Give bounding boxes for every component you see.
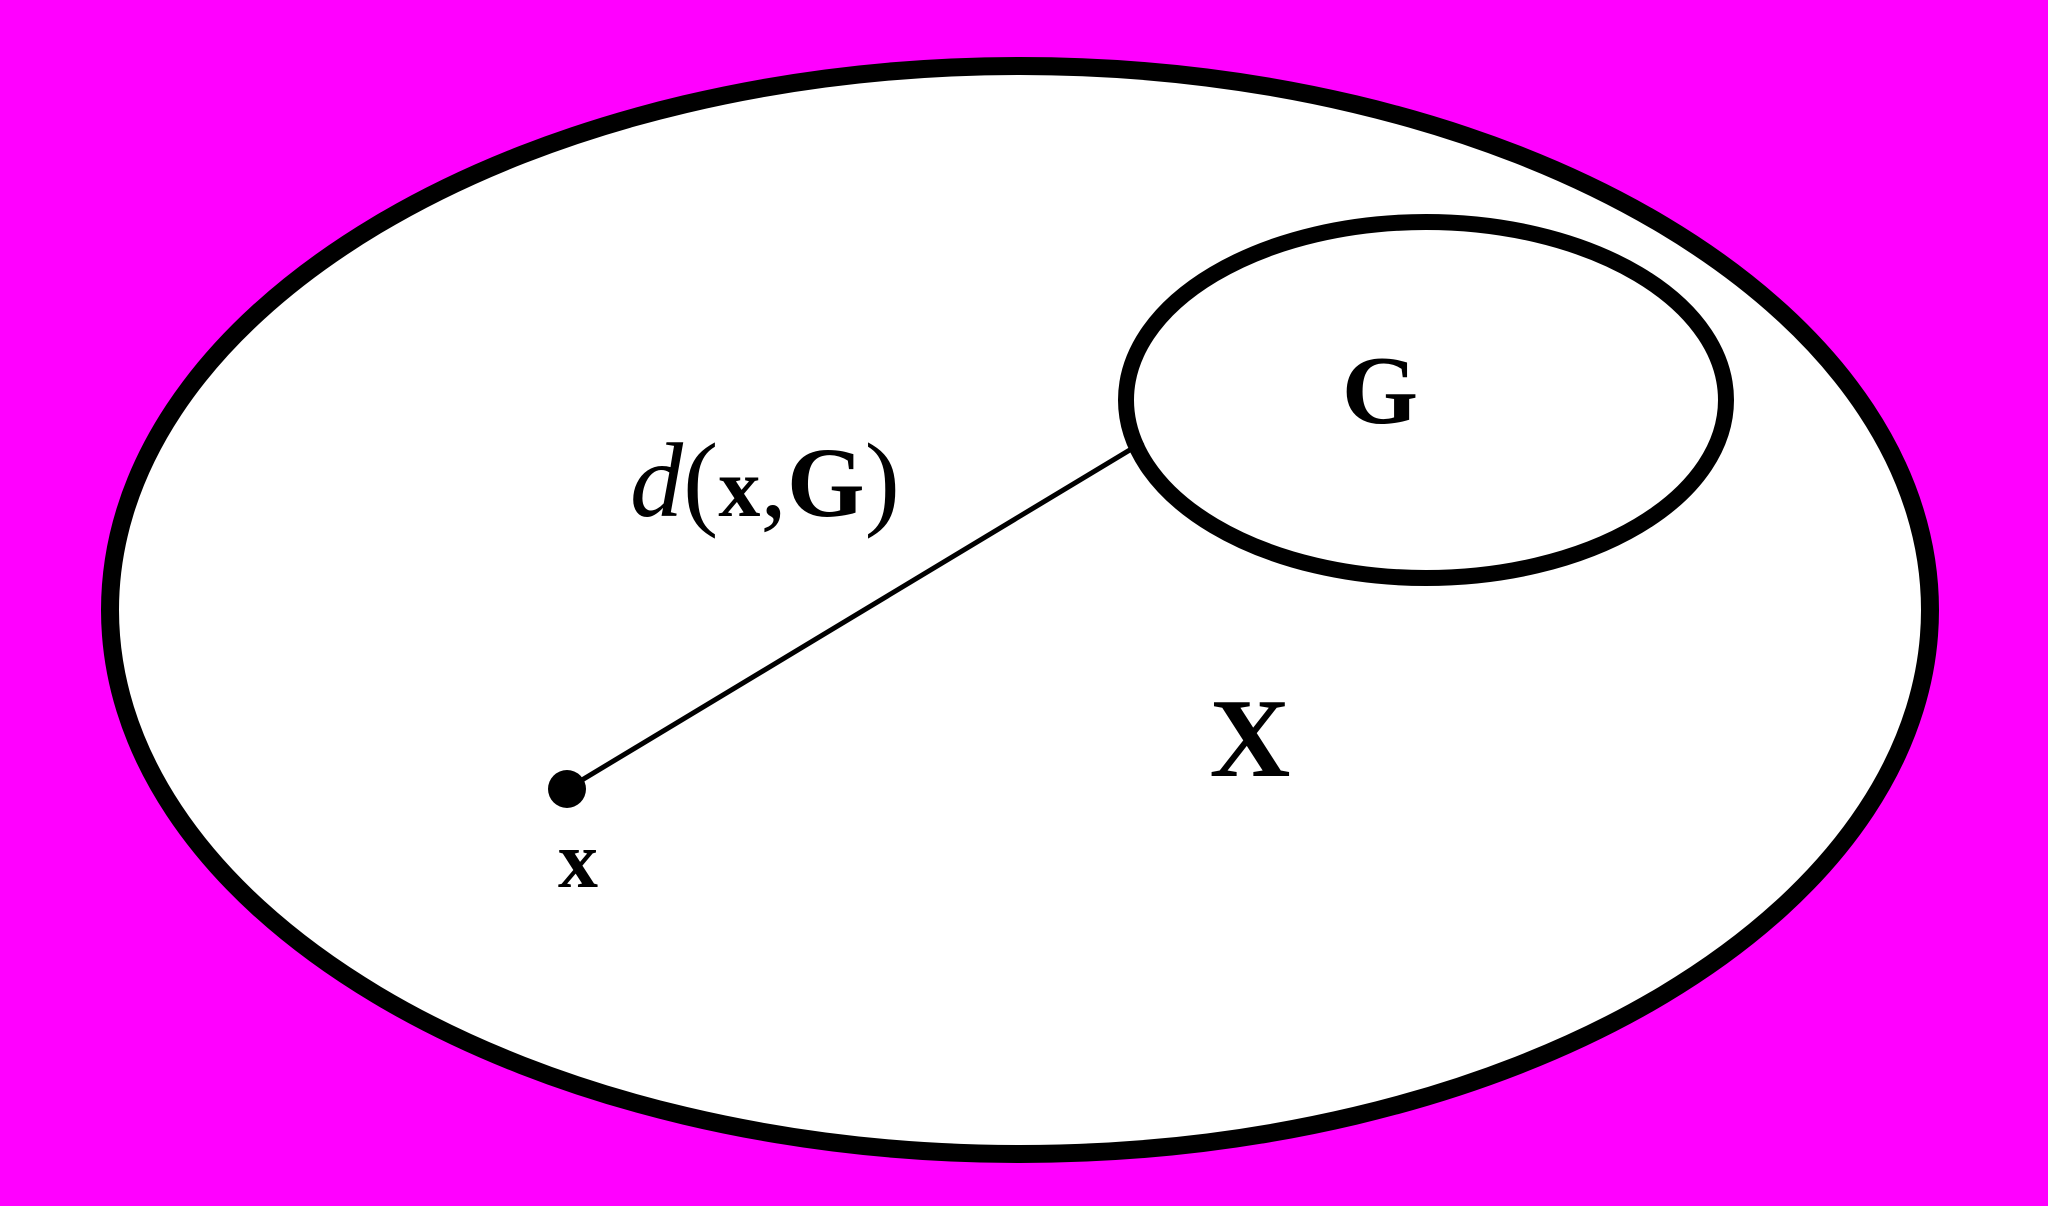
outer-set-label: X (1210, 677, 1291, 801)
inner-set-g-ellipse (1118, 214, 1734, 586)
formula-arg-point: x (718, 442, 760, 535)
outer-set-x-ellipse (101, 57, 1939, 1163)
distance-formula-label: d(x,G) (630, 422, 900, 539)
distance-segment (565, 439, 1145, 792)
point-x-dot (548, 770, 586, 808)
distance-fn-symbol: d (630, 422, 684, 539)
formula-paren-close: ) (865, 422, 900, 539)
formula-paren-open: ( (683, 422, 718, 539)
inner-set-label: G (1342, 337, 1418, 445)
formula-comma: , (760, 422, 787, 539)
formula-arg-set: G (787, 427, 865, 538)
point-label: x (558, 817, 598, 905)
